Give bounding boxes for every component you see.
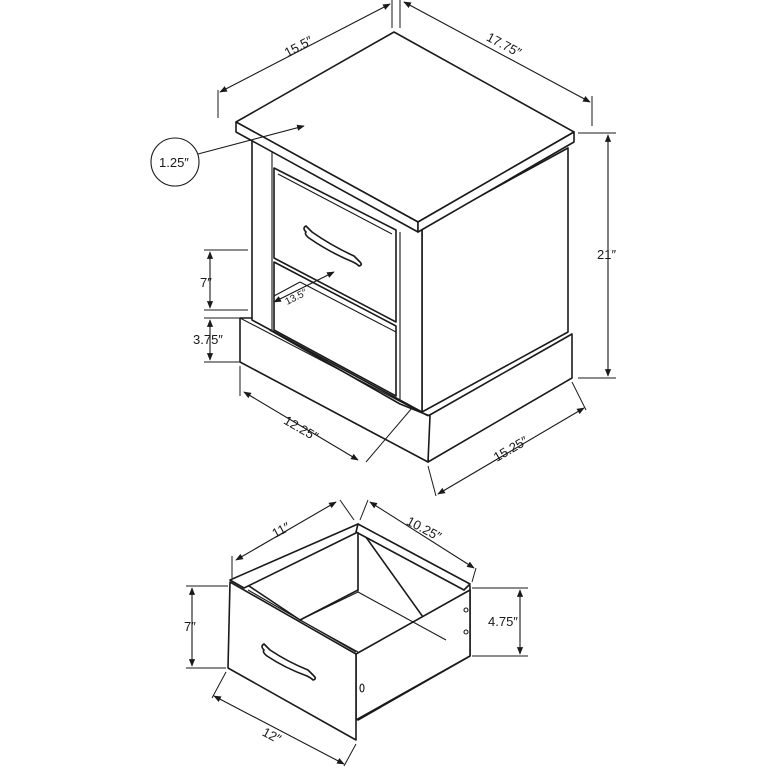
dim-front-height: 7″ [184,619,196,634]
top-slab-edge-right [417,131,575,233]
dim-height: 21″ [597,247,616,262]
dim-base-height: 3.75″ [193,332,223,347]
dim-drawer-width: 10.25″ [404,513,444,544]
dim-front-width: 12.25″ [281,413,321,445]
dim-top-thickness: 1.25″ [159,155,189,170]
dim-inner-height: 4.75″ [488,614,518,629]
callout-circle [150,137,200,187]
dim-front-width-drawer: 12″ [260,724,284,746]
drawer-box [227,523,471,741]
dim-drawer-depth: 11″ [269,519,292,541]
drawer-handle [303,225,363,267]
drawer-face [273,167,397,323]
drawer-right-panel [355,589,471,721]
nightstand [235,31,575,463]
drawer-front-handle [261,643,317,681]
dim-top-depth: 15.5″ [282,33,316,60]
dim-drawer-height: 7″ [200,275,212,290]
dim-side-depth: 15.25″ [491,433,531,465]
